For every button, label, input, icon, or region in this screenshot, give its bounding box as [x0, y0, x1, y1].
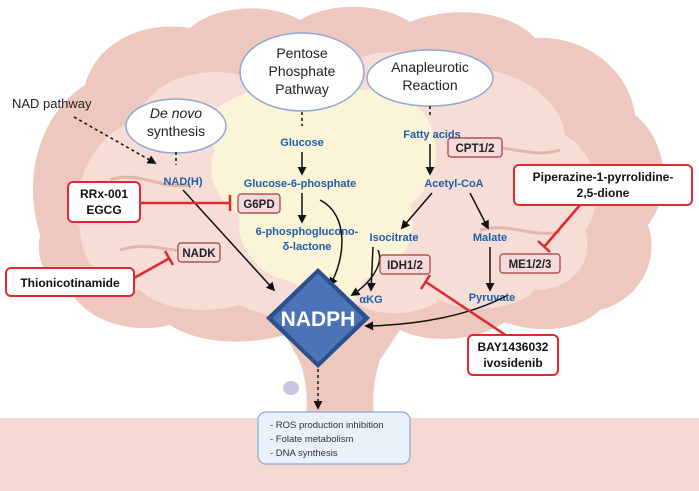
nad-pathway-label: NAD pathway [12, 96, 92, 111]
brain-center-lobe [207, 85, 437, 330]
inhibitors: RRx-001 EGCG Thionicotinamide Piperazine… [5, 164, 693, 376]
bay-label-1: BAY1436032 [478, 340, 549, 354]
bay-inhibition-line [425, 280, 511, 340]
malate-label: Malate [473, 232, 507, 244]
outcome-item: - ROS production inhibition [270, 420, 384, 431]
piperazine-label-2: 2,5-dione [577, 186, 630, 200]
metabolites: NAD(H) Glucose Glucose-6-phosphate 6-pho… [163, 129, 515, 306]
nadh-to-nadph-arrow [182, 189, 276, 292]
glucose-label: Glucose [280, 137, 323, 149]
thionicotinamide-inhibition-line [133, 256, 171, 280]
outcome-panel: - ROS production inhibition - Folate met… [257, 411, 411, 465]
g6pd-label: G6PD [243, 199, 274, 211]
inhibition-lines [133, 195, 581, 340]
nadph-node: NADPH [266, 268, 370, 368]
anaplerotic-label-1: Anapleurotic [391, 59, 469, 75]
piperazine-inhibition-line [543, 204, 581, 248]
anaplerotic-label-2: Reaction [402, 77, 457, 93]
isocitrate-label: Isocitrate [370, 232, 419, 244]
outcome-item: - DNA synthesis [270, 448, 338, 459]
me-label: ME1/2/3 [509, 259, 552, 271]
rrx-box [67, 181, 141, 223]
g6p-label: Glucose-6-phosphate [244, 178, 356, 190]
nadk-box [177, 242, 221, 263]
acetyl-coa-label: Acetyl-CoA [424, 178, 483, 190]
idh-to-nadph-arrow [350, 249, 381, 296]
ppp-label-2: Phosphate [269, 63, 336, 79]
acetyl-coa-to-isocitrate-arrow [400, 192, 433, 230]
g6pd-box [237, 193, 281, 214]
acetyl-coa-to-malate-arrow [469, 192, 489, 230]
me-box [499, 253, 561, 274]
g6pd-to-nadph-arrow [319, 199, 343, 287]
ppp-oval [239, 32, 365, 112]
nadph-label: NADPH [281, 308, 356, 331]
de-novo-label-1: De novo [150, 105, 202, 121]
source-ovals: De novo synthesis Pentose Phosphate Path… [125, 32, 494, 154]
akg-label: αKG [359, 294, 382, 306]
nadh-label: NAD(H) [163, 176, 202, 188]
me-to-nadph-arrow [364, 295, 507, 331]
brain-folds [109, 145, 561, 253]
pgl-label-2: δ-lactone [283, 241, 332, 253]
dashed-connectors [73, 106, 431, 410]
rrx-label-2: EGCG [86, 203, 121, 217]
nadph-diamond [269, 270, 367, 366]
ppp-label-1: Pentose [276, 45, 328, 61]
pathway-arrows [182, 144, 507, 331]
rrx-label-1: RRx-001 [80, 187, 128, 201]
idh-box [379, 254, 431, 275]
bay-label-2: ivosidenib [483, 356, 542, 370]
ppp-label-3: Pathway [275, 81, 329, 97]
piperazine-box [513, 164, 693, 206]
piperazine-inhibition-bar [537, 240, 551, 253]
cpt-label: CPT1/2 [456, 143, 495, 155]
de-novo-label-2: synthesis [147, 123, 205, 139]
enzymes: G6PD NADK CPT1/2 IDH1/2 ME1/2/3 [177, 137, 561, 275]
cpt-box [447, 137, 503, 158]
outcome-box [257, 411, 411, 465]
bay-inhibition-bar [419, 274, 432, 290]
piperazine-label-1: Piperazine-1-pyrrolidine- [533, 170, 674, 184]
isocitrate-to-akg-arrow [366, 246, 376, 292]
vesicle [283, 381, 299, 395]
thionicotinamide-label: Thionicotinamide [20, 276, 120, 290]
fatty-acids-label: Fatty acids [403, 129, 460, 141]
pyruvate-label: Pyruvate [469, 292, 515, 304]
pgl-label-1: 6-phosphoglucono- [256, 226, 359, 238]
thionicotinamide-inhibition-bar [163, 250, 175, 266]
bay-box [467, 334, 559, 376]
idh-label: IDH1/2 [387, 260, 423, 272]
outcome-item: - Folate metabolism [270, 434, 354, 445]
nadk-label: NADK [182, 248, 216, 260]
thionicotinamide-box [5, 267, 135, 297]
